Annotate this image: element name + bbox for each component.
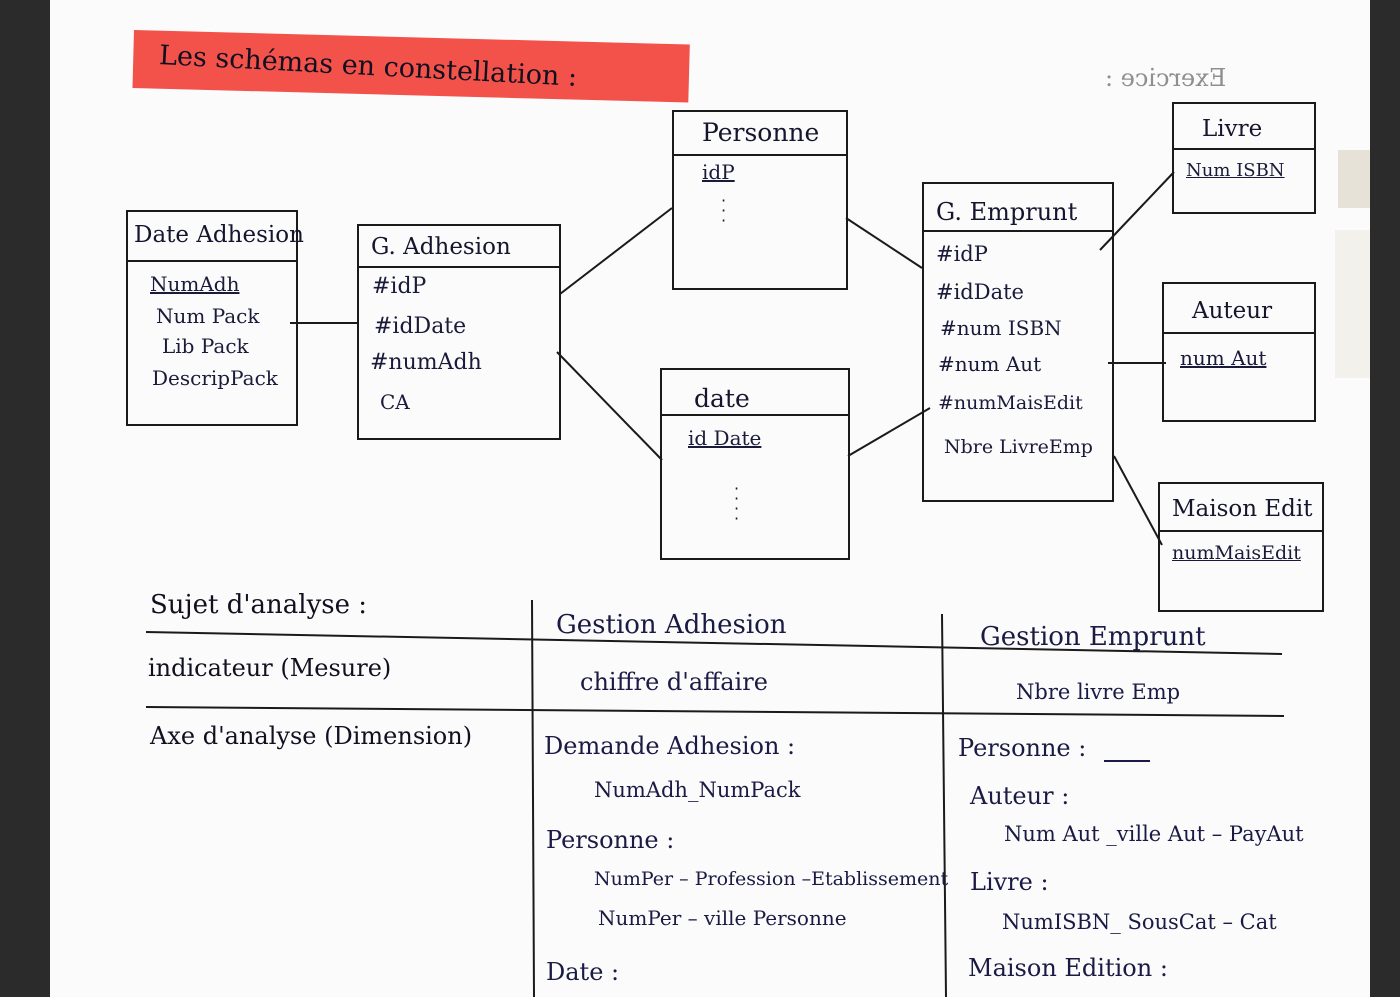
dim-heading: Maison Edition :: [968, 954, 1168, 982]
dim-heading: Personne :: [958, 734, 1087, 762]
table-header: [1160, 484, 1322, 532]
attr-key: Num ISBN: [1186, 160, 1285, 181]
fact-g-adhesion: G. Adhesion: [357, 224, 561, 440]
attr: #numAdh: [370, 350, 482, 375]
table-name: G. Adhesion: [371, 234, 511, 260]
dim-heading: Auteur :: [970, 782, 1070, 810]
ellipsis-dots: ····: [734, 479, 740, 528]
table-header: [674, 112, 846, 156]
col2-mesure: Nbre livre Emp: [1016, 680, 1181, 704]
dim-line: NumPer – Profession –Etablissement: [594, 868, 949, 890]
dim-line: NumISBN_ SousCat – Cat: [1002, 910, 1277, 934]
dim-heading: Demande Adhesion :: [544, 732, 796, 760]
paper-tab: [1338, 150, 1370, 208]
link-gemp-maison: [1113, 455, 1163, 546]
table-name: Date Adhesion: [134, 222, 304, 248]
dim-line: NumAdh_NumPack: [594, 778, 801, 802]
link-personne-gemp: [845, 217, 923, 269]
attr: Num Pack: [156, 304, 260, 328]
dim-date: date: [660, 368, 850, 560]
table-name: Livre: [1202, 116, 1263, 142]
dim-line: NumPer – ville Personne: [598, 906, 847, 930]
attr: CA: [380, 390, 410, 414]
table-header: [128, 212, 296, 262]
table-header: [359, 226, 559, 268]
table-col-1: [531, 599, 535, 997]
table-header: [1164, 284, 1314, 334]
dim-heading: Livre :: [970, 868, 1049, 896]
attr: #num ISBN: [940, 316, 1062, 340]
blank-line: [1104, 760, 1150, 762]
link-gadh-personne: [559, 207, 673, 295]
axe-label: Axe d'analyse (Dimension): [150, 722, 473, 750]
table-header: [662, 370, 848, 416]
attr-key: NumAdh: [150, 272, 240, 296]
dim-heading: Date :: [546, 958, 620, 986]
table-header: [924, 184, 1112, 232]
attr: DescripPack: [152, 366, 278, 390]
link-date-gemp: [847, 407, 931, 457]
table-header: [1174, 104, 1314, 150]
table-rule-1: [145, 631, 1283, 655]
attr: #num Aut: [938, 352, 1042, 376]
table-col-2: [941, 613, 947, 997]
ellipsis-dots: ···: [721, 191, 727, 230]
col2-title: Gestion Emprunt: [980, 622, 1206, 652]
table-name: Maison Edit: [1172, 496, 1313, 522]
fact-g-emprunt: G. Emprunt: [922, 182, 1114, 502]
attr: #idP: [936, 242, 988, 266]
table-name: date: [694, 384, 750, 413]
attr: #idDate: [936, 280, 1024, 304]
dim-personne: Personne: [672, 110, 848, 290]
attr-key: id Date: [688, 426, 762, 450]
table-name: Personne: [702, 118, 820, 147]
table-rule-2: [145, 706, 1285, 717]
paper-edge: [1335, 230, 1370, 378]
sujet-label: Sujet d'analyse :: [150, 590, 368, 620]
attr: Lib Pack: [162, 334, 249, 358]
attr: #numMaisEdit: [938, 392, 1083, 414]
notebook-page: [50, 0, 1370, 997]
attr: Nbre LivreEmp: [944, 436, 1093, 458]
attr-key: idP: [702, 160, 735, 184]
table-name: G. Emprunt: [936, 198, 1078, 226]
attr: #idP: [372, 274, 427, 299]
dim-maison-edit: Maison Edit: [1158, 482, 1324, 612]
col1-title: Gestion Adhesion: [556, 610, 787, 640]
dim-heading: Personne :: [546, 826, 675, 854]
attr-key: numMaisEdit: [1172, 542, 1301, 564]
indicateur-label: indicateur (Mesure): [148, 654, 392, 682]
dim-auteur: Auteur: [1162, 282, 1316, 422]
col1-mesure: chiffre d'affaire: [580, 668, 768, 696]
attr-key: num Aut: [1180, 346, 1267, 370]
dim-line: Num Aut _ville Aut – PayAut: [1004, 822, 1304, 846]
link-gadh-date: [556, 351, 663, 461]
table-name: Auteur: [1192, 298, 1273, 324]
attr: #idDate: [374, 314, 467, 339]
table-date-adhesion: Date Adhesion: [126, 210, 304, 426]
dim-livre: Livre: [1172, 102, 1316, 214]
